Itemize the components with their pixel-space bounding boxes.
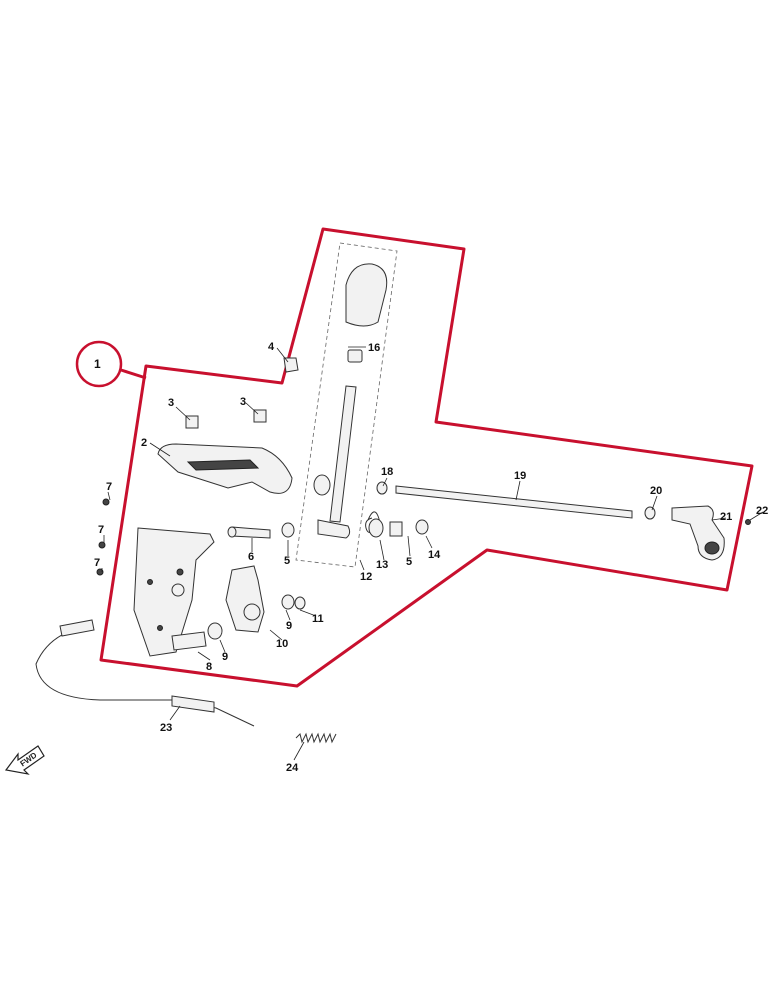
label-part-5-left: 5 (284, 555, 290, 567)
bracket-pin (171, 631, 207, 651)
label-part-22: 22 (756, 505, 768, 517)
assembly-outline (99, 227, 754, 688)
label-part-7-a: 7 (106, 481, 112, 493)
bracket-hole-3 (147, 579, 153, 585)
bolt-7-a (102, 498, 110, 506)
label-part-21: 21 (720, 511, 732, 523)
label-part-3-left: 3 (168, 397, 174, 409)
knob-nut (347, 349, 363, 363)
nut-20 (644, 506, 656, 520)
label-part-9-upper: 9 (286, 620, 292, 632)
washer-9-lower (207, 622, 223, 640)
leader-lines (101, 346, 764, 761)
label-part-6: 6 (248, 551, 254, 563)
cable-spring (295, 732, 337, 744)
label-part-8: 8 (206, 661, 212, 673)
label-part-7-b: 7 (98, 524, 104, 536)
label-part-7-c: 7 (94, 557, 100, 569)
item-1-connector (120, 368, 147, 380)
fwd-arrow: FWD (4, 745, 45, 775)
bushing-left (281, 522, 295, 538)
label-part-10: 10 (276, 638, 288, 650)
label-part-1: 1 (94, 357, 101, 371)
lever-shaft (329, 385, 357, 523)
label-part-18: 18 (381, 466, 393, 478)
label-part-24: 24 (286, 762, 299, 774)
fwd-arrow-icon (4, 745, 45, 775)
label-part-2: 2 (141, 437, 147, 449)
label-part-12: 12 (360, 571, 372, 583)
bracket-hole-4 (157, 625, 163, 631)
selector-arm-hole (704, 541, 720, 555)
lever-pivot-boss (313, 474, 331, 496)
washer-11 (294, 596, 306, 610)
rod-end-washer (376, 481, 388, 495)
bolt-7-b (98, 541, 106, 549)
cable-mount-plate (225, 565, 265, 633)
shift-knob (345, 263, 388, 327)
pivot-pin-head (227, 526, 237, 538)
label-part-14: 14 (428, 549, 441, 561)
bracket-hole-2 (171, 583, 185, 597)
pivot-pin (231, 526, 271, 539)
label-part-5-right: 5 (406, 556, 412, 568)
bushing-right (389, 521, 403, 537)
cable-adjuster (171, 695, 215, 713)
item-1-circle (75, 340, 123, 388)
label-part-9-lower: 9 (222, 651, 228, 663)
label-part-4: 4 (268, 341, 275, 353)
washer-9-upper (281, 594, 295, 610)
washer-14 (415, 519, 429, 535)
label-part-11: 11 (312, 613, 324, 625)
shift-rod (395, 485, 633, 519)
cable-end-fitting (59, 619, 95, 637)
label-part-13: 13 (376, 559, 388, 571)
label-part-3-right: 3 (240, 396, 246, 408)
label-part-23: 23 (160, 722, 172, 734)
lever-base (317, 519, 351, 539)
bolt-22 (745, 519, 751, 525)
spring-washer (368, 518, 384, 538)
label-part-16: 16 (368, 342, 380, 354)
cable-mount-hole (243, 603, 261, 621)
lever-dashed-enclosure (295, 242, 398, 568)
shift-cable (35, 627, 255, 727)
bracket-hole-1 (176, 568, 184, 576)
bolt-7-c (96, 568, 104, 576)
shift-gate-slot (186, 459, 260, 471)
label-part-20: 20 (650, 485, 662, 497)
label-part-19: 19 (514, 470, 526, 482)
